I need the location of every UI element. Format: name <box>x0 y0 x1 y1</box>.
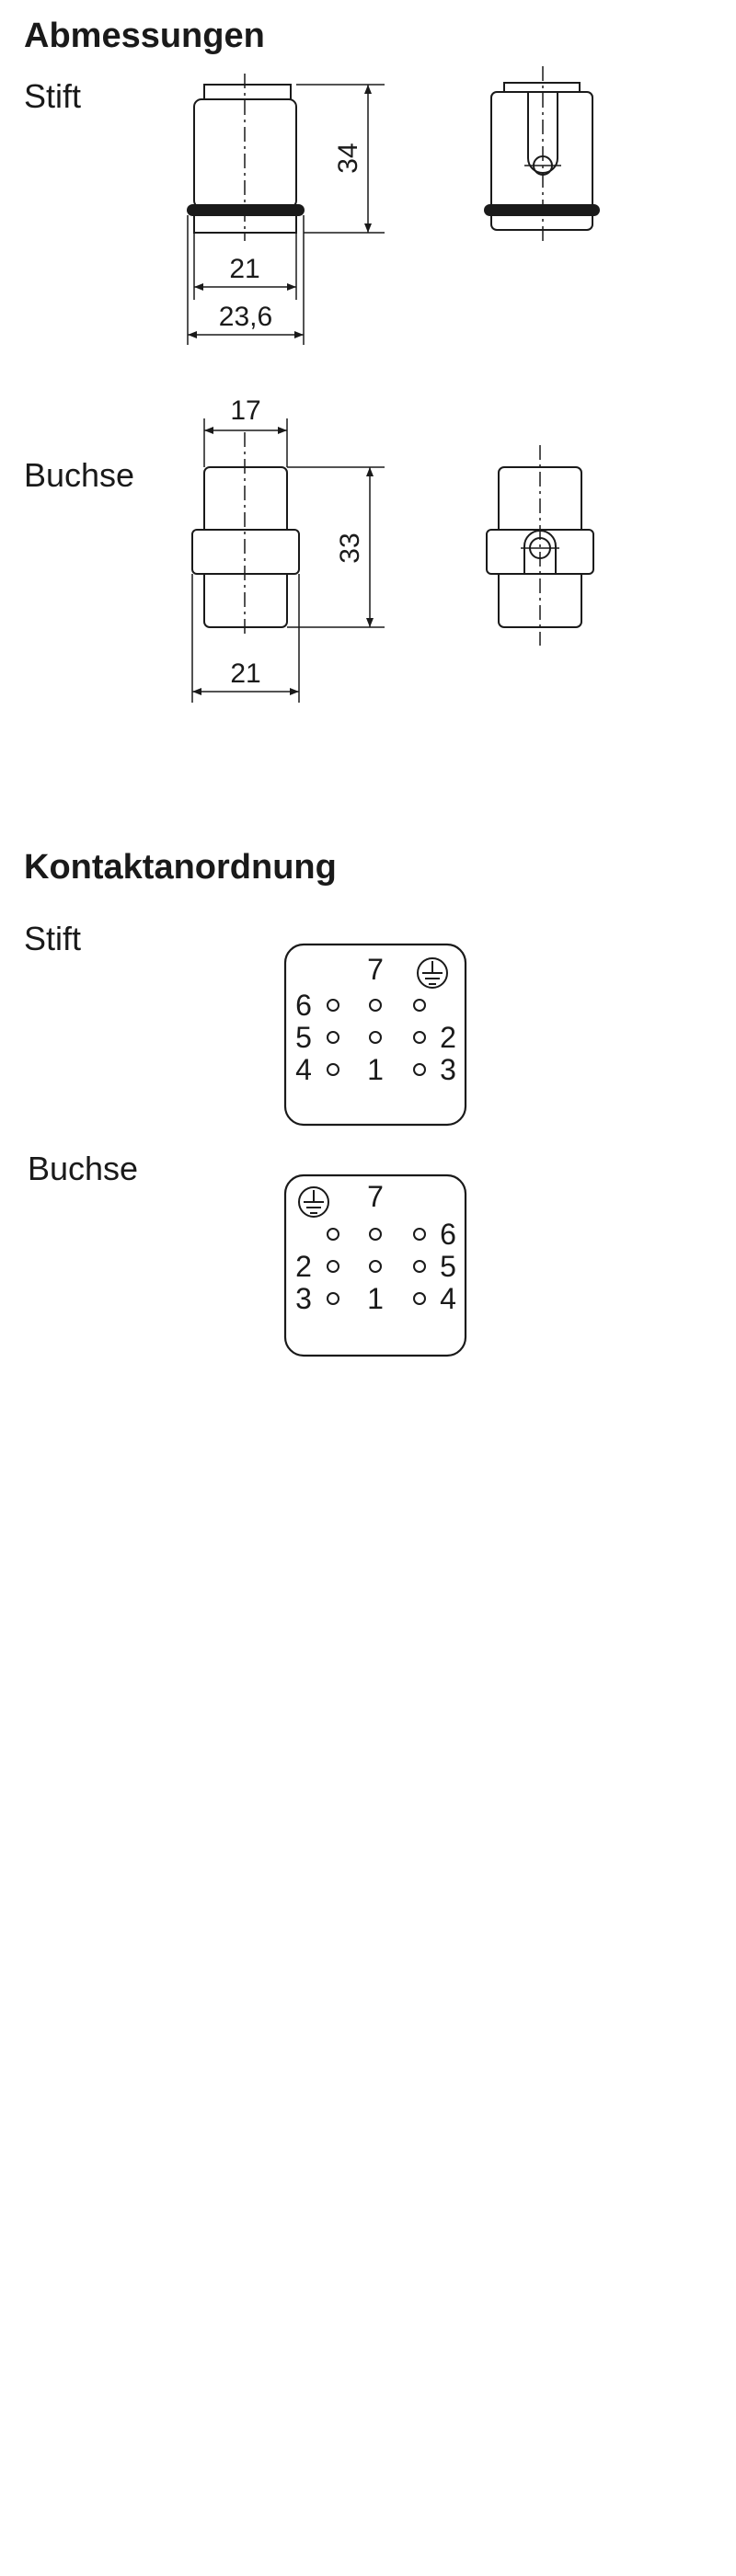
dimensions-heading: Abmessungen <box>24 17 265 55</box>
contact-hole <box>413 1260 426 1273</box>
contact-number: 2 <box>295 1250 312 1283</box>
buchse-collar <box>191 529 300 575</box>
contact-number: 2 <box>440 1021 456 1054</box>
contact-hole <box>327 1228 339 1241</box>
stift-contact-arrangement: 7 6 5 4 1 2 3 <box>283 943 467 1127</box>
stift-cap-outline <box>203 84 292 99</box>
buchse-dimensions-label: Buchse <box>24 456 135 494</box>
contact-hole <box>327 999 339 1012</box>
contact-hole <box>369 1260 382 1273</box>
contact-number: 7 <box>367 953 384 986</box>
buchse-contacts-label: Buchse <box>28 1150 139 1187</box>
contact-hole <box>369 1228 382 1241</box>
buchse-contact-arrangement: 7 6 5 4 1 2 3 <box>283 1174 467 1357</box>
contact-number: 7 <box>367 1180 384 1213</box>
contact-hole <box>327 1292 339 1305</box>
stift-front-cap <box>503 82 581 92</box>
stift-front-seal-ring <box>484 204 600 216</box>
contact-hole <box>413 1292 426 1305</box>
stift-contact-frame <box>283 943 467 1127</box>
contact-hole <box>413 1228 426 1241</box>
contact-hole <box>413 1031 426 1044</box>
buchse-top-width-value: 17 <box>230 395 260 426</box>
contact-number: 5 <box>440 1250 456 1283</box>
contact-hole <box>413 999 426 1012</box>
contact-number: 3 <box>440 1053 456 1086</box>
contact-hole <box>327 1260 339 1273</box>
protective-earth-icon <box>298 1186 329 1218</box>
buchse-bottom-width-value: 21 <box>230 658 260 689</box>
stift-front-body <box>490 91 593 231</box>
buchse-dimension-drawing: 17 33 21 <box>191 395 594 703</box>
contacts-heading: Kontaktanordnung <box>24 848 337 887</box>
stift-seal-ring <box>187 204 305 216</box>
buchse-contact-frame <box>283 1174 467 1357</box>
contact-hole <box>369 1031 382 1044</box>
contact-hole <box>327 1063 339 1076</box>
contact-number: 5 <box>295 1021 312 1054</box>
stift-height-value: 34 <box>333 143 363 173</box>
contact-number: 3 <box>295 1282 312 1315</box>
protective-earth-icon <box>417 957 448 989</box>
buchse-height-value: 33 <box>335 532 365 563</box>
contact-number: 6 <box>440 1218 456 1251</box>
contact-number: 4 <box>440 1282 456 1315</box>
stift-dimension-drawing: 34 21 23,6 <box>187 66 600 345</box>
contact-number: 1 <box>367 1282 384 1315</box>
stift-outer-width-value: 23,6 <box>219 302 272 332</box>
contact-hole <box>369 999 382 1012</box>
contact-hole <box>413 1063 426 1076</box>
contact-number: 1 <box>367 1053 384 1086</box>
contact-hole <box>327 1031 339 1044</box>
stift-inner-width-value: 21 <box>229 254 259 284</box>
contact-number: 4 <box>295 1053 312 1086</box>
contact-number: 6 <box>295 989 312 1022</box>
stift-contacts-label: Stift <box>24 920 82 957</box>
stift-dimensions-label: Stift <box>24 77 82 115</box>
